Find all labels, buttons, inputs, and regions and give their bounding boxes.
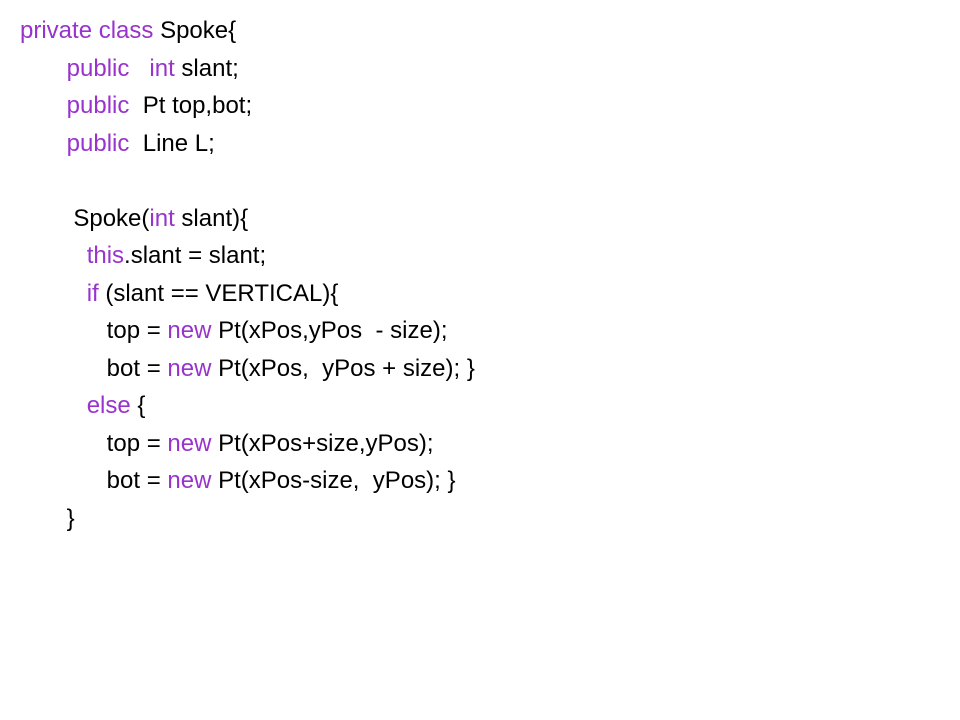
code-text: Pt(xPos,yPos - size); xyxy=(211,317,448,344)
code-line: Spoke(int slant){ xyxy=(20,200,475,238)
code-text: .slant = slant; xyxy=(124,242,267,269)
code-line: else { xyxy=(20,387,475,425)
code-text: Line L; xyxy=(142,129,215,157)
code-text xyxy=(20,392,87,419)
code-text: slant){ xyxy=(174,204,249,232)
code-text: (slant == VERTICAL){ xyxy=(98,279,339,307)
code-keyword: public xyxy=(20,92,143,119)
code-keyword: new xyxy=(167,317,212,344)
code-text: bot = xyxy=(20,354,168,382)
code-keyword: else xyxy=(86,392,131,419)
code-text: top = xyxy=(20,317,168,344)
code-keyword: if xyxy=(86,279,99,307)
code-keyword: new xyxy=(167,429,212,457)
code-keyword: private class xyxy=(20,17,161,44)
code-text: Pt(xPos-size, yPos); } xyxy=(211,467,456,494)
code-line: top = new Pt(xPos,yPos - size); xyxy=(20,312,475,350)
code-line: public Line L; xyxy=(20,125,475,163)
code-line: top = new Pt(xPos+size,yPos); xyxy=(20,425,475,463)
code-text: bot = xyxy=(20,467,168,494)
code-text: slant; xyxy=(174,54,239,82)
code-line: public Pt top,bot; xyxy=(20,87,475,125)
code-keyword: int xyxy=(149,204,175,232)
code-keyword: public xyxy=(20,54,150,82)
code-line: bot = new Pt(xPos-size, yPos); } xyxy=(20,462,475,500)
code-text: Spoke{ xyxy=(160,17,237,44)
code-keyword: this xyxy=(86,242,125,269)
code-line: private class Spoke{ xyxy=(20,12,475,50)
code-text: { xyxy=(130,392,146,419)
code-text: Pt top,bot; xyxy=(142,92,253,119)
code-text: } xyxy=(20,504,75,532)
code-keyword: int xyxy=(149,54,175,82)
code-text: top = xyxy=(20,429,168,457)
code-line: public int slant; xyxy=(20,50,475,88)
code-keyword: new xyxy=(167,354,212,382)
code-text xyxy=(20,280,87,307)
code-text xyxy=(20,242,87,269)
code-line: bot = new Pt(xPos, yPos + size); } xyxy=(20,350,475,388)
code-text: Spoke( xyxy=(20,204,150,232)
code-text: Pt(xPos, yPos + size); } xyxy=(211,354,475,382)
code-line: } xyxy=(20,500,475,538)
code-keyword: new xyxy=(167,467,212,494)
code-line: this.slant = slant; xyxy=(20,237,475,275)
code-block: private class Spoke{ public int slant; p… xyxy=(20,12,475,537)
code-keyword: public xyxy=(20,129,143,157)
code-line xyxy=(20,162,475,200)
code-line: if (slant == VERTICAL){ xyxy=(20,275,475,313)
code-text: Pt(xPos+size,yPos); xyxy=(211,429,434,457)
